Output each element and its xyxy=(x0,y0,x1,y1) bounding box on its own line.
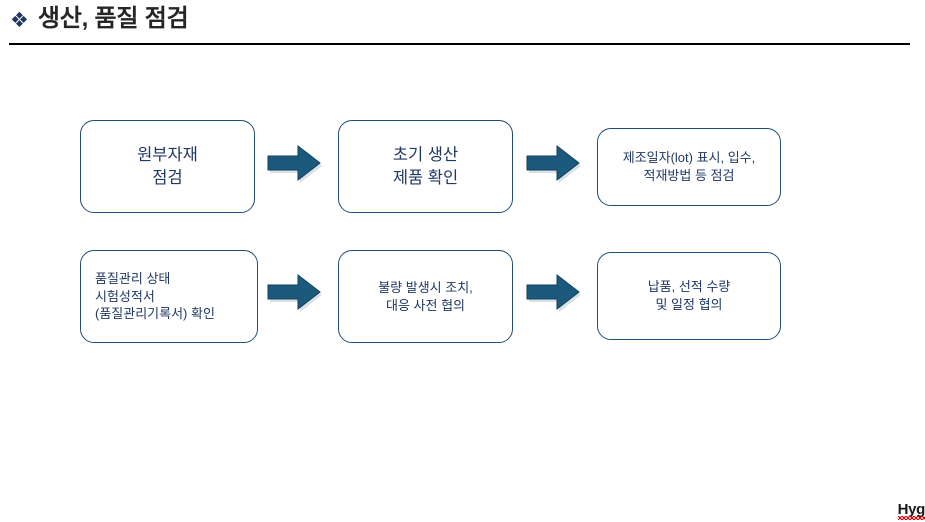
flow-node-label: 불량 발생시 조치, 대응 사전 협의 xyxy=(378,279,473,313)
right-block-arrow-icon xyxy=(526,273,583,315)
page-title: ❖ 생산, 품질 점검 xyxy=(10,5,189,32)
flow-node-defect-response[interactable]: 불량 발생시 조치, 대응 사전 협의 xyxy=(338,250,513,343)
diamond-bullet-icon: ❖ xyxy=(10,8,29,32)
flow-node-quality-control-documents[interactable]: 품질관리 상태 시험성적서 (품질관리기록서) 확인 xyxy=(80,250,258,343)
flow-node-label: 원부자재 점검 xyxy=(137,145,198,187)
spellcheck-underline-icon xyxy=(897,516,925,520)
flow-node-raw-material-check[interactable]: 원부자재 점검 xyxy=(80,120,255,213)
footer-watermark: Hyg xyxy=(897,501,925,520)
right-block-arrow-icon xyxy=(267,273,324,315)
flow-node-label: 초기 생산 제품 확인 xyxy=(392,145,459,187)
right-block-arrow-icon xyxy=(267,144,324,186)
flow-node-initial-production-check[interactable]: 초기 생산 제품 확인 xyxy=(338,120,513,213)
flow-node-label: 품질관리 상태 시험성적서 (품질관리기록서) 확인 xyxy=(95,270,215,322)
footer-watermark-text: Hyg xyxy=(897,501,925,518)
flow-node-delivery-shipment-schedule[interactable]: 납품, 선적 수량 및 일정 협의 xyxy=(597,252,781,340)
flow-node-label: 납품, 선적 수량 및 일정 협의 xyxy=(647,279,731,312)
page-title-text: 생산, 품질 점검 xyxy=(37,5,189,32)
title-divider xyxy=(9,43,910,45)
flow-node-lot-marking-check[interactable]: 제조일자(lot) 표시, 입수, 적재방법 등 점검 xyxy=(597,128,781,206)
right-block-arrow-icon xyxy=(526,144,583,186)
flow-node-label: 제조일자(lot) 표시, 입수, 적재방법 등 점검 xyxy=(622,150,756,183)
